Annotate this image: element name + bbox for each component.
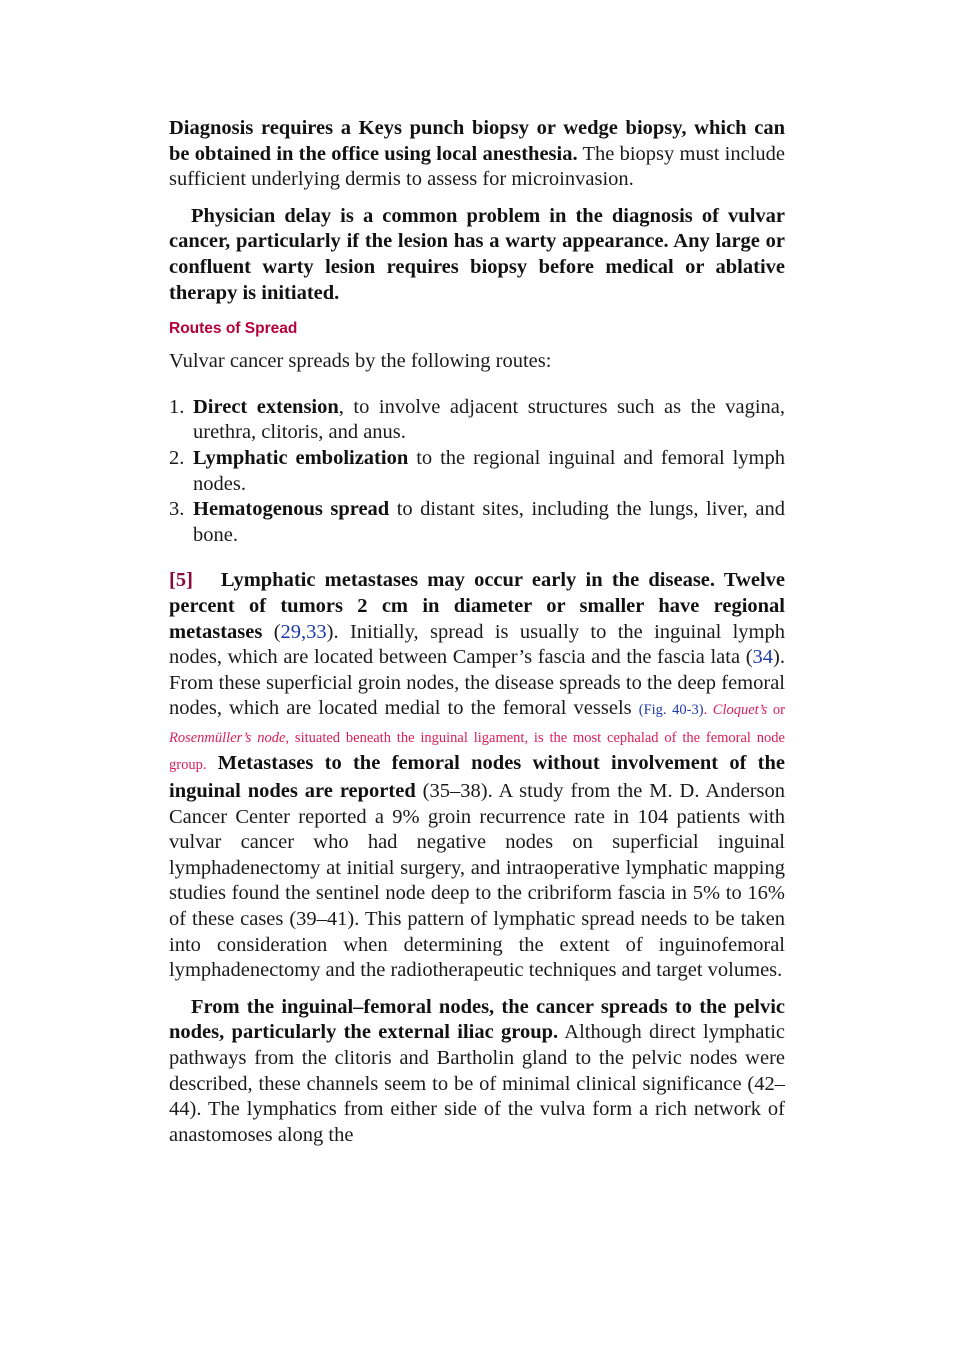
list-item: 1. Direct extension, to involve adjacent … <box>169 395 785 446</box>
list-number: 2. <box>169 446 185 469</box>
bold-text: Lymphatic metastases may occur early in … <box>169 569 785 643</box>
citation-link[interactable]: 34 <box>752 646 774 669</box>
section-heading: Routes of Spread <box>169 320 298 338</box>
note-italic: Rosenmüller’s node <box>169 729 286 746</box>
figure-reference-link[interactable]: (Fig. 40-3) <box>638 702 704 719</box>
paragraph-pelvic-nodes: From the inguinal–femoral nodes, the can… <box>169 995 785 1149</box>
paragraph-lymphatic-metastases: [5]Lymphatic metastases may occur early … <box>169 568 785 984</box>
note-italic: Cloquet’s <box>712 702 768 719</box>
list-number: 1. <box>169 395 185 418</box>
bold-text: Metastases to the femoral nodes without … <box>169 752 785 803</box>
body-text: , to involve adjacent structures such as… <box>193 395 785 444</box>
bold-text: From the inguinal–femoral nodes, the can… <box>169 995 785 1044</box>
body-text: to distant sites, including the lungs, l… <box>193 498 785 546</box>
bold-text: Hematogenous spread <box>193 498 390 521</box>
bold-text: Direct extension <box>193 395 339 418</box>
body-text: ). From these superficial groin nodes, t… <box>169 646 785 720</box>
list-number: 3. <box>169 498 185 521</box>
body-text: ( <box>262 620 281 643</box>
body-text: The biopsy must include sufficient under… <box>169 142 785 191</box>
paragraph-diagnosis: Diagnosis requires a Keys punch biopsy o… <box>169 116 785 193</box>
body-text: ). Initially, spread is usually to the i… <box>169 620 786 669</box>
note-text: . Cloquet’s or Rosenmüller’s node, situa… <box>169 702 785 773</box>
note-text: or <box>767 702 786 719</box>
bold-text: Lymphatic embolization <box>193 446 409 469</box>
note-text: , situated beneath the inguinal ligament… <box>169 729 785 774</box>
routes-list: 1. Direct extension, to involve adjacent … <box>169 395 785 549</box>
body-text: to the regional inguinal and femoral lym… <box>193 446 785 495</box>
bold-text: Physician delay is a common problem in t… <box>169 204 785 304</box>
body-text: Although direct lymphatic pathways from … <box>169 1021 785 1146</box>
paragraph-physician-delay: Physician delay is a common problem in t… <box>169 204 785 306</box>
citation-link[interactable]: 29,33 <box>280 620 327 643</box>
routes-intro: Vulvar cancer spreads by the following r… <box>169 350 552 373</box>
section-marker: [5] <box>169 569 193 592</box>
body-text: (35–38). A study from the M. D. Anderson… <box>169 780 786 982</box>
note-text: . <box>703 702 713 719</box>
bold-text: Diagnosis requires a Keys punch biopsy o… <box>169 117 785 165</box>
document-page: Diagnosis requires a Keys punch biopsy o… <box>169 116 785 1148</box>
list-item: 2. Lymphatic embolization to the regional… <box>169 446 785 497</box>
list-item: 3. Hematogenous spread to distant sites, … <box>169 497 785 548</box>
